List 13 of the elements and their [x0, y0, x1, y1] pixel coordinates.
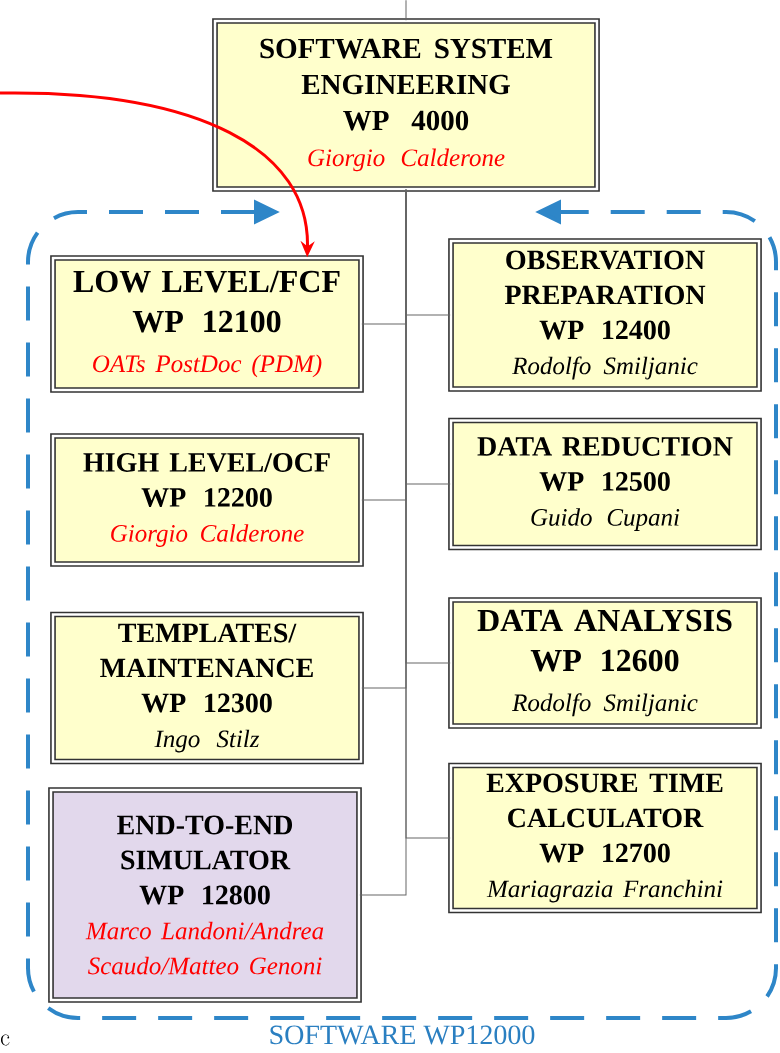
work-package-box: EXPOSURE TIME CALCULATOR WP 12700 Mariagrazia Franchini [448, 762, 762, 914]
work-package-box: HIGH LEVEL/OCF WP 12200 Giorgio Calderone [50, 433, 364, 567]
text-fragment: c [1, 1034, 10, 1046]
work-package-box: END-TO-END SIMULATOR WP 12800 Marco Landoni/Andrea Scaudo/Matteo Genoni [48, 787, 362, 1003]
work-package-box: DATA ANALYSIS WP 12600 Rodolfo Smiljanic [448, 597, 762, 729]
connector-line [405, 189, 451, 839]
work-package-box: TEMPLATES/ MAINTENANCE WP 12300 Ingo Stilz [50, 611, 364, 765]
work-package-box: SOFTWARE SYSTEM ENGINEERING WP 4000 Giorgio Calderone [212, 18, 600, 192]
frame-label: SOFTWARE WP12000 [270, 1025, 535, 1045]
connector-line [405, 0, 407, 21]
work-package-box: LOW LEVEL/FCF WP 12100 OATs PostDoc (PDM) [50, 255, 364, 393]
work-package-box: DATA REDUCTION WP 12500 Guido Cupani [448, 417, 762, 551]
work-package-box: OBSERVATION PREPARATION WP 12400 Rodolfo Smiljanic [448, 238, 762, 392]
